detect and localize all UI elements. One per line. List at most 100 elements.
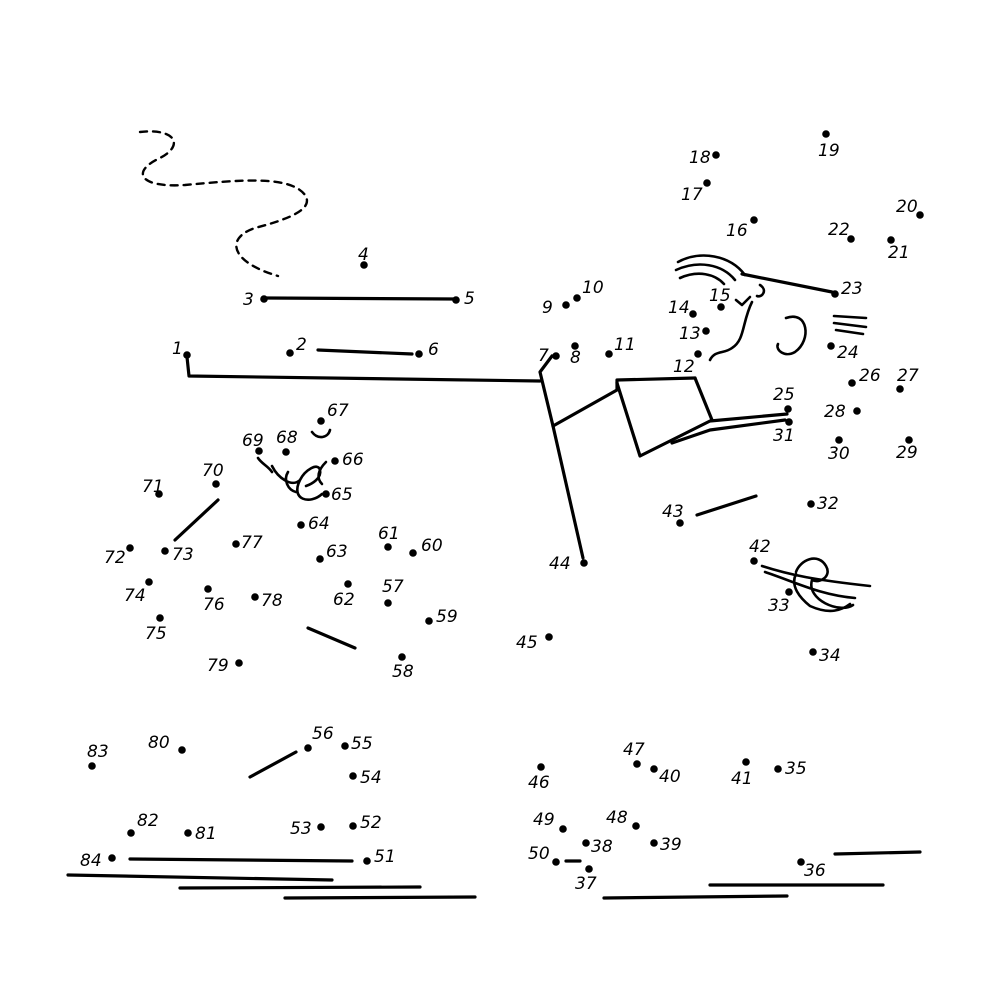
dot-73: 73	[161, 545, 194, 565]
dot-74: 74	[124, 578, 153, 606]
dot-marker	[537, 763, 545, 771]
dot-number-label: 1	[172, 339, 183, 359]
dot-number-label: 45	[516, 633, 538, 653]
dot-marker	[916, 211, 924, 219]
dot-number-label: 34	[819, 646, 841, 666]
dot-number-label: 28	[824, 402, 846, 422]
dot-number-label: 48	[606, 808, 628, 828]
dot-61: 61	[378, 524, 400, 551]
dot-66: 66	[331, 450, 364, 470]
dot-51: 51	[363, 847, 396, 867]
dot-3: 3	[243, 290, 268, 310]
dot-79: 79	[207, 656, 243, 676]
dot-marker	[905, 436, 913, 444]
torso-outline	[538, 354, 585, 560]
dot-77: 77	[232, 533, 263, 553]
dot-43: 43	[662, 502, 684, 527]
dot-19: 19	[818, 130, 840, 161]
stick-line-upper	[264, 296, 457, 301]
dot-56: 56	[304, 724, 334, 752]
dot-number-label: 11	[614, 335, 636, 355]
dot-marker	[304, 744, 312, 752]
dot-13: 13	[679, 324, 710, 344]
ground-line-1	[128, 857, 354, 863]
ground-line-3	[178, 885, 422, 890]
dot-marker	[831, 290, 839, 298]
dot-69: 69	[242, 431, 264, 455]
dot-marker	[425, 617, 433, 625]
neck-outline	[693, 376, 714, 422]
dot-marker	[580, 559, 588, 567]
dot-75: 75	[145, 614, 167, 644]
dot-number-label: 26	[859, 366, 881, 386]
body-outline-left	[185, 355, 542, 383]
dot-marker	[398, 653, 406, 661]
dot-41: 41	[731, 758, 753, 789]
dot-32: 32	[807, 494, 839, 514]
dot-marker	[785, 588, 793, 596]
dot-21: 21	[887, 236, 910, 263]
collar-outline	[615, 381, 789, 458]
dot-60: 60	[409, 536, 443, 557]
dot-number-label: 74	[124, 586, 146, 606]
dot-46: 46	[528, 763, 550, 793]
dot-number-label: 63	[326, 542, 348, 562]
dot-marker	[827, 342, 835, 350]
nose	[708, 300, 754, 362]
dot-57: 57	[382, 577, 404, 607]
dot-marker	[650, 765, 658, 773]
stick-line-middle	[316, 348, 414, 356]
dot-number-label: 52	[360, 813, 382, 833]
dot-6: 6	[415, 340, 439, 360]
dot-marker	[702, 327, 710, 335]
dot-marker	[322, 490, 330, 498]
dot-marker	[161, 547, 169, 555]
dot-number-label: 80	[148, 733, 170, 753]
dot-number-label: 25	[773, 385, 795, 405]
dot-number-label: 47	[623, 740, 645, 760]
hair-lines-3	[678, 272, 726, 286]
dot-number-label: 13	[679, 324, 701, 344]
dot-number-label: 65	[331, 485, 353, 505]
dot-marker	[297, 521, 305, 529]
dot-number-label: 32	[817, 494, 839, 514]
dot-number-label: 33	[768, 596, 790, 616]
dot-marker	[822, 130, 830, 138]
dot-number-label: 12	[673, 357, 695, 377]
dot-number-label: 73	[172, 545, 194, 565]
dot-39: 39	[650, 835, 682, 855]
dot-28: 28	[824, 402, 861, 422]
dot-37: 37	[575, 865, 597, 894]
dot-22: 22	[828, 220, 855, 243]
dot-marker	[316, 555, 324, 563]
dot-2: 2	[286, 335, 307, 357]
dot-marker	[703, 179, 711, 187]
dot-marker	[282, 448, 290, 456]
dot-marker	[689, 310, 697, 318]
dot-number-label: 42	[749, 537, 771, 557]
dot-number-label: 29	[896, 443, 918, 463]
dot-59: 59	[425, 607, 458, 627]
dot-marker	[344, 580, 352, 588]
dot-23: 23	[831, 279, 863, 299]
dot-marker	[545, 633, 553, 641]
dot-8: 8	[570, 342, 581, 368]
dot-number-label: 24	[837, 343, 859, 363]
dot-1: 1	[172, 339, 191, 359]
dot-44: 44	[549, 554, 588, 574]
dot-71: 71	[142, 477, 164, 498]
dot-marker	[676, 519, 684, 527]
dot-marker	[260, 295, 268, 303]
dot-number-label: 14	[668, 298, 690, 318]
dot-50: 50	[528, 844, 560, 866]
dot-number-label: 5	[464, 289, 475, 309]
dot-marker	[156, 614, 164, 622]
dot-marker	[784, 405, 792, 413]
dot-number-label: 20	[896, 197, 918, 217]
dot-number-label: 38	[591, 837, 613, 857]
dot-marker	[750, 557, 758, 565]
dot-number-label: 56	[312, 724, 334, 744]
dot-marker	[887, 236, 895, 244]
dot-number-label: 81	[195, 824, 217, 844]
dot-number-label: 62	[333, 590, 355, 610]
